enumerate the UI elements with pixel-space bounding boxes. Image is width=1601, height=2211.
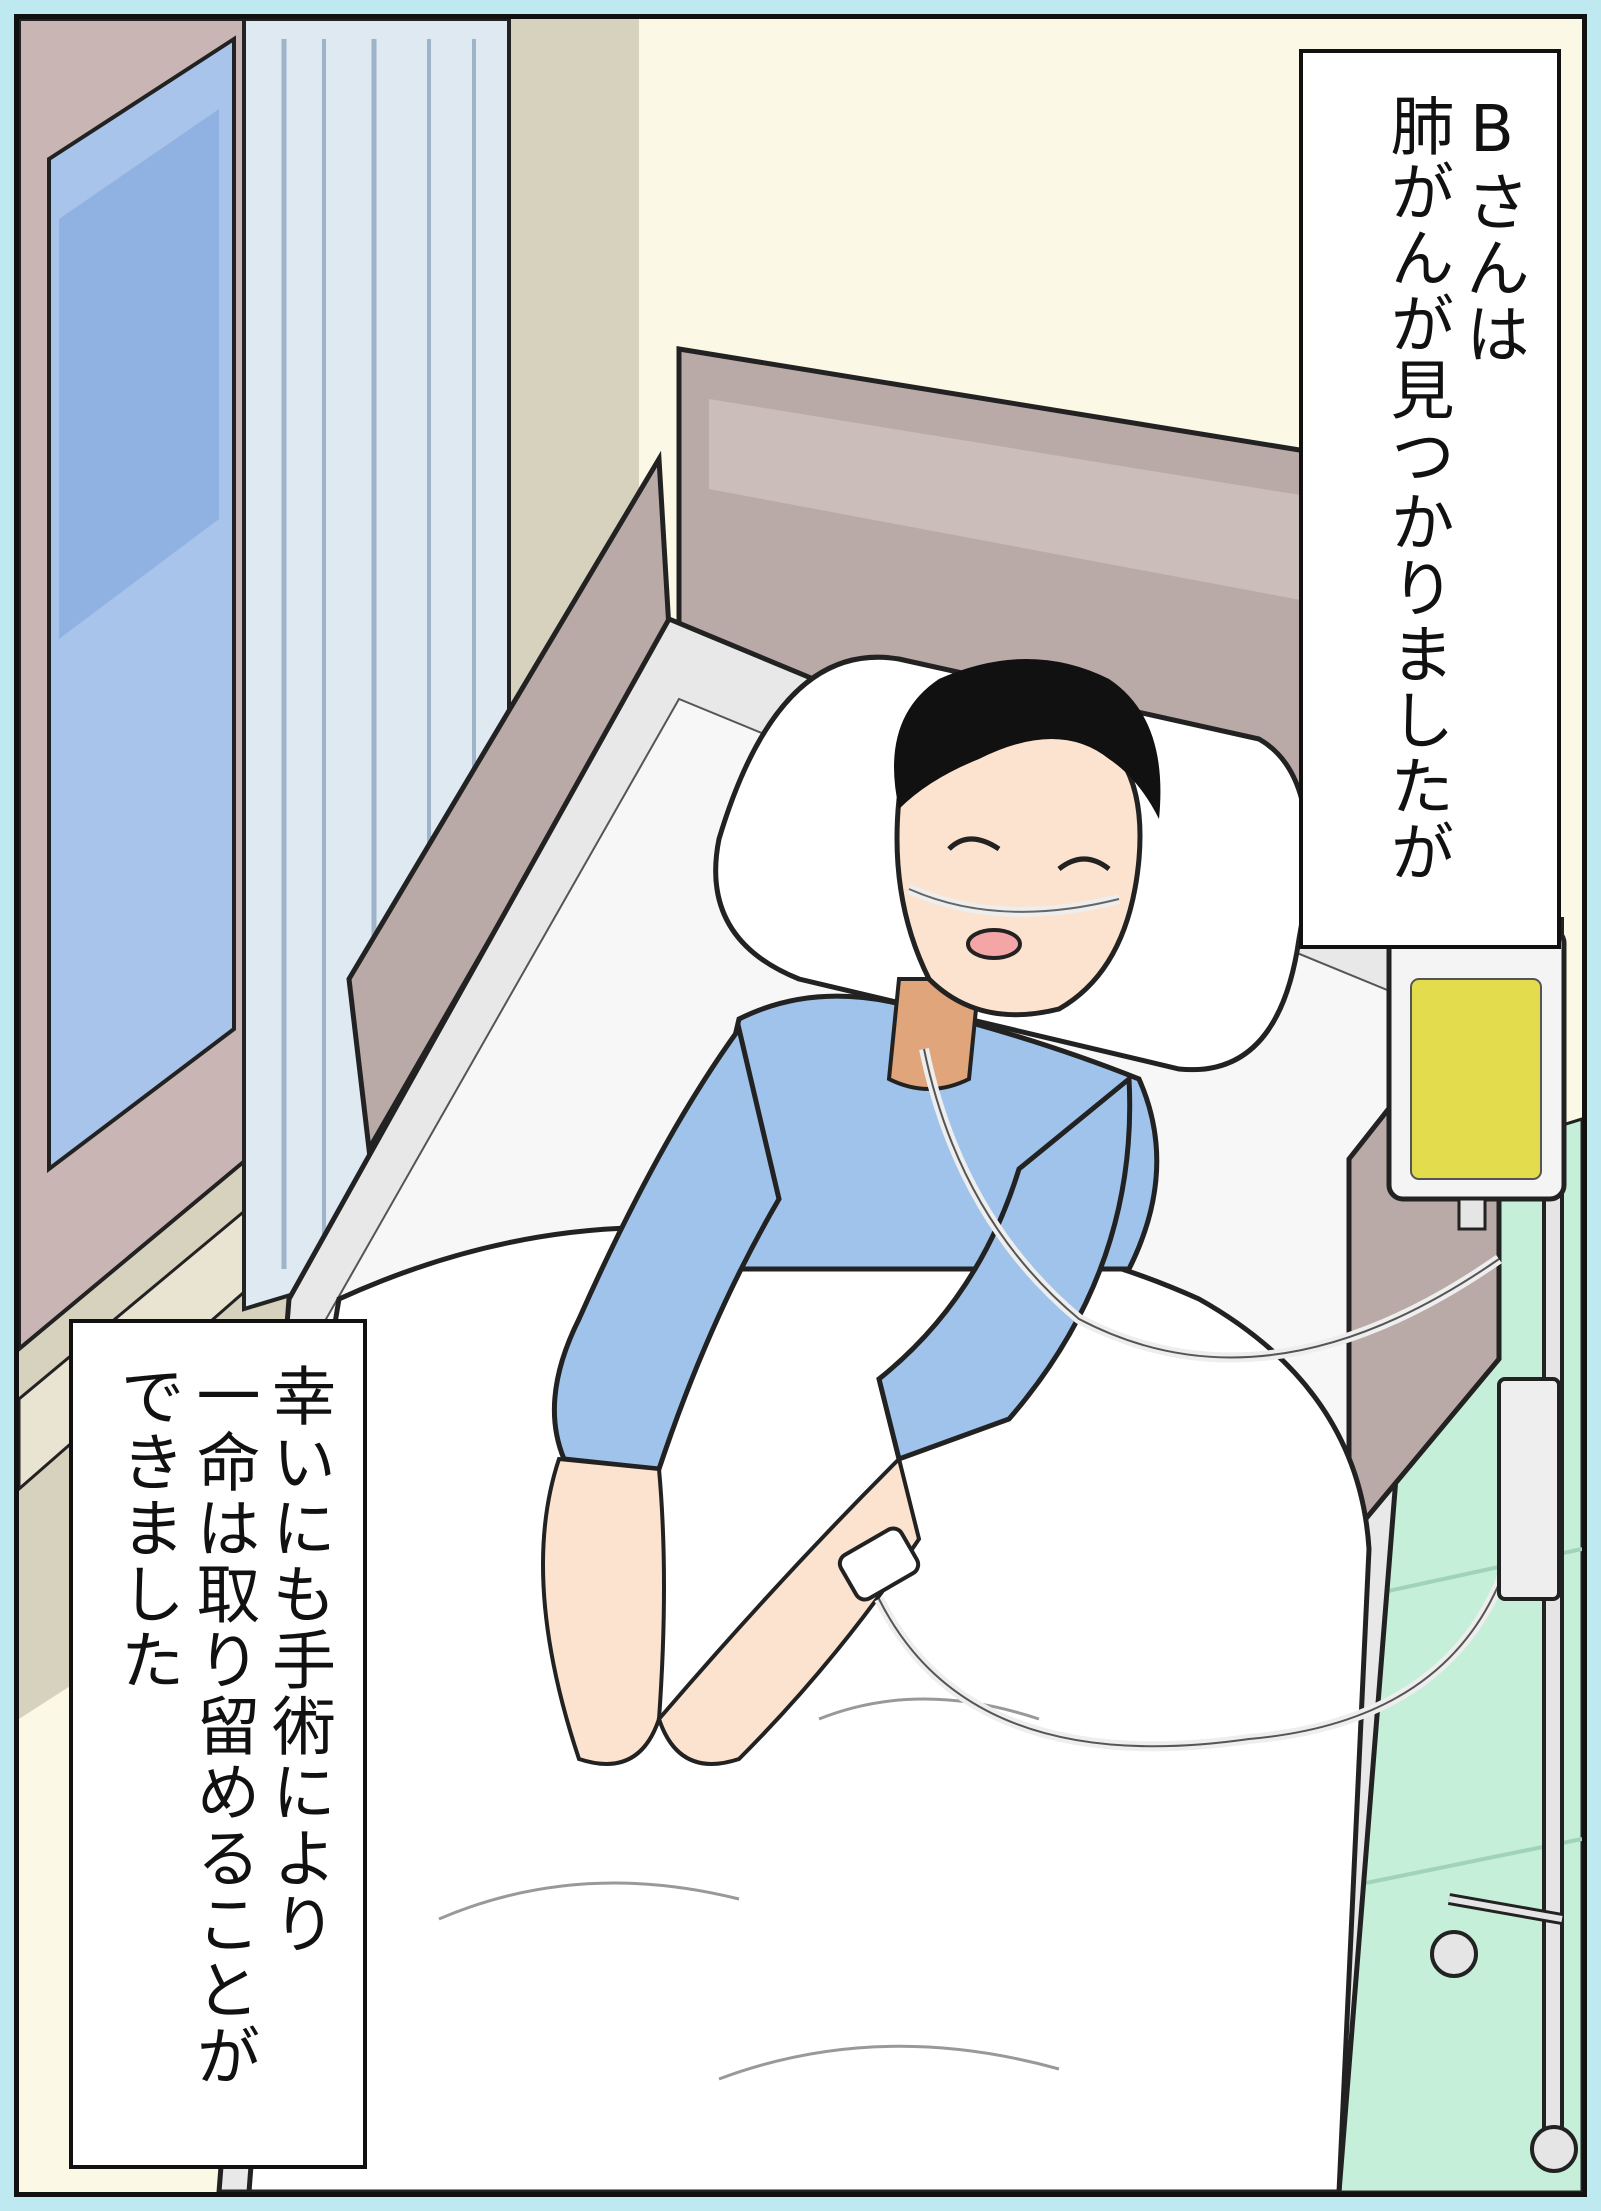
comic-panel: Bさんは 肺がんが見つかりましたが 幸いにも手術により 一命は取り留めることが … bbox=[14, 14, 1587, 2197]
hospital-room-illustration bbox=[19, 19, 1582, 2192]
iv-tube bbox=[874, 1047, 1524, 1752]
caption-line: 肺がんが見つかりましたが bbox=[1379, 93, 1454, 885]
caption-box-top: Bさんは 肺がんが見つかりましたが bbox=[1299, 49, 1561, 949]
caption-line: Bさんは bbox=[1455, 93, 1529, 367]
iv-bag bbox=[1386, 926, 1567, 1231]
blanket bbox=[246, 1225, 1372, 2192]
patient bbox=[541, 659, 1161, 1766]
caption-line: 幸いにも手術により bbox=[261, 1363, 335, 1957]
caption-line: 一命は取り留めることが bbox=[185, 1363, 260, 2089]
caption-line: できました bbox=[109, 1363, 184, 1693]
caption-box-bottom: 幸いにも手術により 一命は取り留めることが できました bbox=[69, 1319, 367, 2169]
